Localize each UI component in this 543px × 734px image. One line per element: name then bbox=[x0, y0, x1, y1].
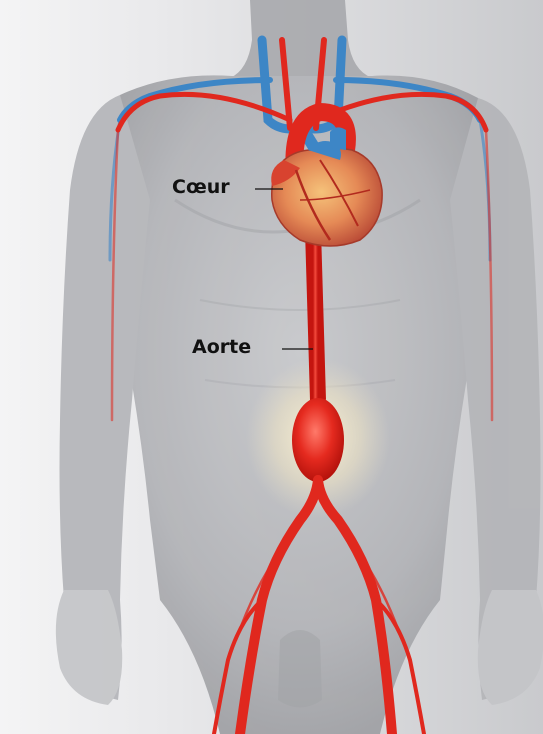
descending-aorta bbox=[313, 230, 318, 400]
aorta-label: Aorte bbox=[192, 338, 251, 357]
heart-label: Cœur bbox=[172, 178, 230, 197]
aortic-aneurysm bbox=[292, 398, 344, 482]
